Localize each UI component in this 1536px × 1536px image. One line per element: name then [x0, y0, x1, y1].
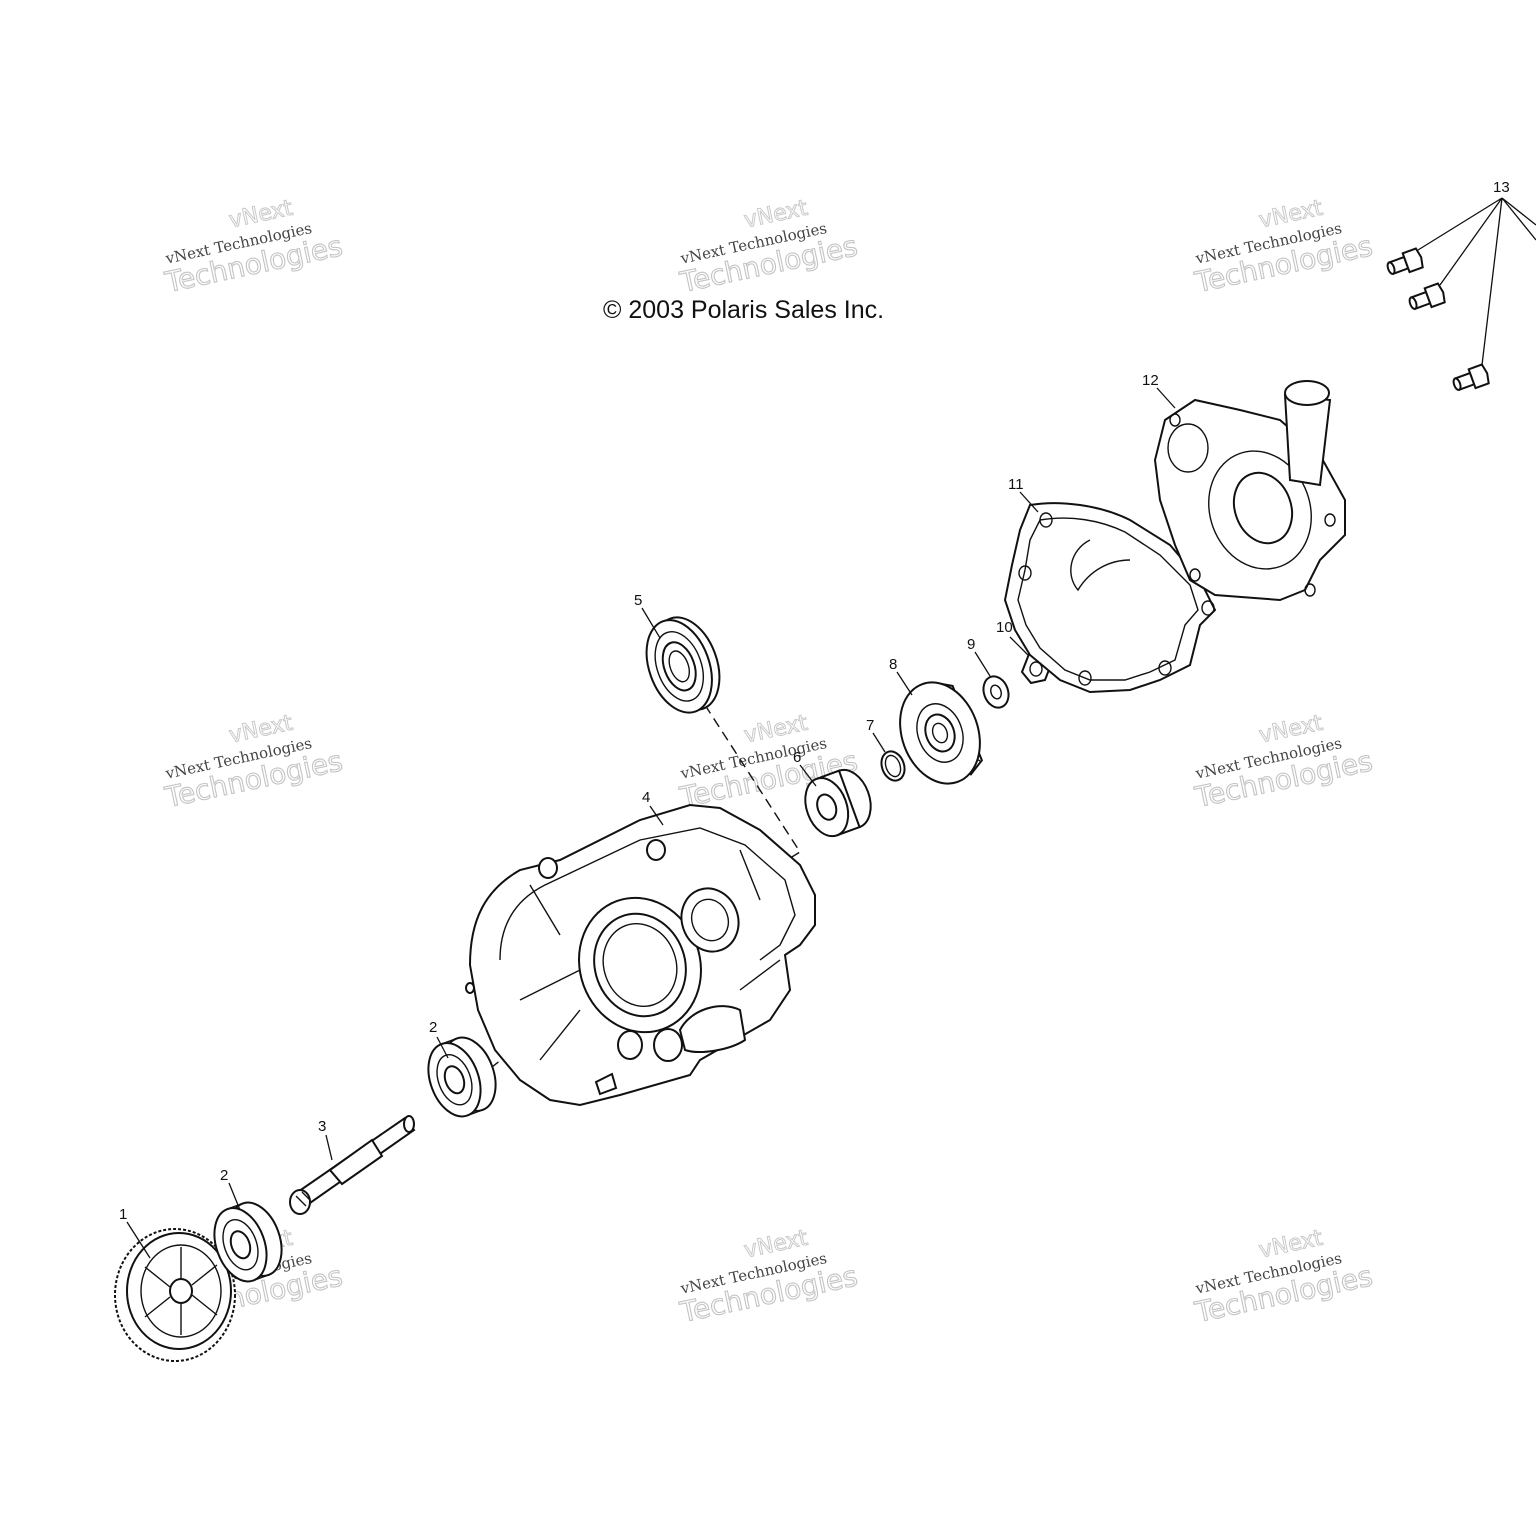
bolt[interactable]	[1451, 363, 1491, 395]
callout-2-upper: 2	[429, 1019, 437, 1036]
drive-gear[interactable]	[114, 1228, 236, 1362]
gasket[interactable]	[1003, 502, 1217, 694]
pump-cover[interactable]	[1153, 380, 1346, 602]
housing[interactable]	[465, 803, 816, 1107]
watermark: vNext vNext Technologies Technologies	[1191, 1225, 1376, 1330]
callout-10: 10	[996, 619, 1013, 636]
callout-4: 4	[642, 789, 650, 806]
callout-5: 5	[634, 592, 642, 609]
callout-6: 6	[793, 749, 801, 766]
washer[interactable]	[979, 673, 1012, 711]
ring[interactable]	[878, 748, 909, 784]
watermark: vNext vNext Technologies Technologies	[1191, 710, 1376, 815]
bolts[interactable]	[1385, 247, 1491, 395]
impeller[interactable]	[887, 671, 994, 795]
callout-3: 3	[318, 1118, 326, 1135]
callout-8: 8	[889, 656, 897, 673]
bolt[interactable]	[1385, 247, 1425, 279]
watermark: vNext vNext Technologies Technologies	[161, 710, 346, 815]
copyright-text: © 2003 Polaris Sales Inc.	[603, 296, 884, 324]
bearing-upper[interactable]	[419, 1030, 505, 1123]
bearing-lower[interactable]	[205, 1195, 291, 1288]
callout-13: 13	[1493, 179, 1510, 196]
spacer[interactable]	[798, 764, 879, 842]
callout-7: 7	[866, 717, 874, 734]
seal[interactable]	[635, 608, 732, 721]
watermark: vNext vNext Technologies Technologies	[1191, 195, 1376, 300]
callout-9: 9	[967, 636, 975, 653]
shaft[interactable]	[289, 1115, 416, 1215]
watermarks: vNext vNext Technologies Technologies vN…	[161, 195, 1376, 1330]
callout-11: 11	[1008, 476, 1024, 493]
watermark: vNext vNext Technologies Technologies	[676, 195, 861, 300]
callout-1: 1	[119, 1206, 127, 1223]
bolt[interactable]	[1407, 282, 1447, 314]
watermark: vNext vNext Technologies Technologies	[676, 1225, 861, 1330]
leader-lines	[126, 197, 1536, 1259]
callout-12: 12	[1142, 372, 1159, 389]
callout-2-lower: 2	[220, 1167, 228, 1184]
callout-labels: 1 2 3 2 4 5 6 7 8 9 10 11 12 13	[119, 179, 1510, 1223]
watermark: vNext vNext Technologies Technologies	[161, 195, 346, 300]
